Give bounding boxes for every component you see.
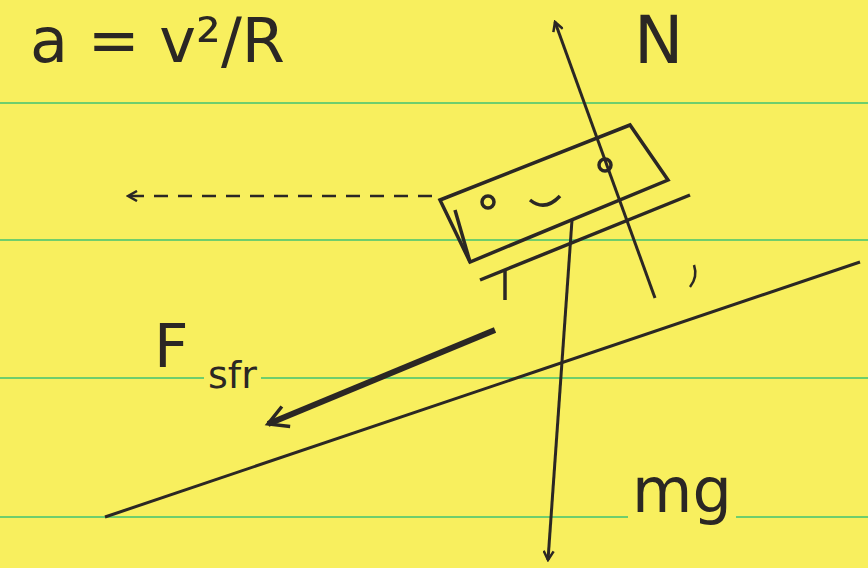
block-dot — [482, 196, 494, 208]
force-subscript: sfr — [204, 356, 261, 394]
block-face — [530, 196, 560, 205]
acceleration-arrow — [128, 195, 432, 198]
rule-line — [0, 102, 868, 104]
block-wheel — [503, 270, 507, 300]
force-label: N — [630, 8, 687, 74]
acceleration-formula: a = v²/R — [26, 10, 289, 72]
force-label: F — [150, 316, 193, 376]
block-edge — [455, 210, 470, 262]
weight-arrow — [548, 220, 572, 560]
incline-line — [105, 262, 860, 517]
rule-line — [0, 377, 868, 379]
block-shape — [440, 125, 690, 300]
friction-arrow — [268, 330, 495, 424]
ruled-lines — [0, 103, 868, 517]
rule-line — [0, 239, 868, 241]
right-angle-mark — [690, 265, 695, 287]
block-base — [480, 195, 690, 280]
rule-line — [0, 516, 868, 518]
force-label: mg — [628, 460, 736, 522]
